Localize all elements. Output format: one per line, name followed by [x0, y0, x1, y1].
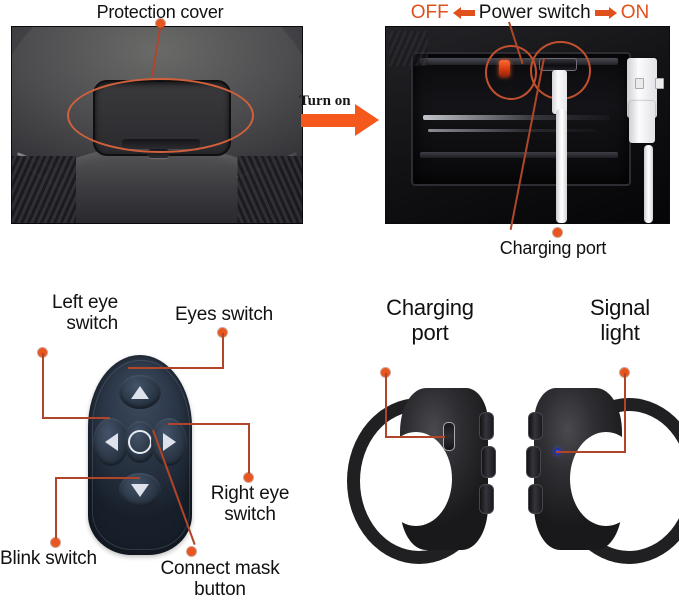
eyes-switch-button[interactable]	[119, 375, 161, 409]
bay-reflection-mid	[422, 115, 610, 121]
bay-rail-bottom	[419, 152, 619, 159]
eyes-switch-dot	[218, 328, 227, 337]
blink-switch-dot	[51, 538, 60, 547]
signal-light-leader-v	[624, 373, 626, 453]
turn-on-arrow-shaft	[301, 114, 357, 127]
clip-notch-right	[570, 432, 642, 526]
photo-texture-corner	[388, 30, 429, 67]
signal-light-leader-h	[556, 451, 626, 453]
connect-mask-label: Connect mask button	[160, 558, 280, 601]
left-eye-switch-label: Left eye switch	[51, 292, 118, 335]
power-switch-header: OFF Power switch ON	[385, 1, 675, 25]
usb-a-grip	[629, 101, 656, 144]
turn-on-step: Turn on	[299, 93, 385, 141]
clip-side-button-right-2[interactable]	[526, 446, 541, 478]
left-eye-switch-button[interactable]	[93, 418, 129, 466]
clip-device-left	[345, 380, 510, 565]
eyes-switch-leader-h	[128, 367, 223, 369]
usb-cable	[555, 109, 567, 223]
blink-switch-label: Blink switch	[0, 548, 97, 569]
protection-cover-dot	[156, 19, 165, 28]
triangle-left-icon	[104, 433, 118, 451]
eyes-switch-leader-v	[222, 333, 224, 369]
usb-a-contact-left	[635, 77, 645, 89]
remote-control	[88, 355, 192, 555]
triangle-up-icon	[131, 385, 149, 399]
arrow-right-icon	[355, 104, 379, 136]
left-eye-switch-leader-h	[42, 417, 110, 419]
circle-icon	[128, 430, 152, 454]
blink-switch-leader-h	[55, 477, 140, 479]
protection-cover-photo	[11, 26, 303, 224]
usb-a-cable-tail	[643, 144, 653, 223]
clip-device-right	[512, 380, 679, 565]
turn-on-label: Turn on	[299, 93, 351, 109]
micro-usb-connector	[551, 70, 567, 115]
clip-notch-left	[380, 432, 452, 526]
left-eye-switch-dot	[38, 348, 47, 357]
power-switch-title: Power switch	[478, 2, 591, 23]
cover-tab	[148, 148, 169, 159]
protection-cover-highlight	[67, 77, 254, 153]
charging-port-clip-dot	[381, 368, 390, 377]
on-label: ON	[620, 2, 650, 23]
arrow-right-icon	[594, 7, 617, 19]
protection-cover-label: Protection cover	[96, 2, 224, 22]
charging-port-clip-leader-v	[385, 373, 387, 438]
clip-side-button-left-3[interactable]	[479, 484, 494, 514]
connect-mask-dot	[187, 547, 196, 556]
charging-port-label-clip: Charging port	[386, 295, 474, 345]
arrow-left-icon	[452, 7, 475, 19]
power-switch-highlight	[485, 44, 538, 100]
clip-side-button-right-3[interactable]	[528, 484, 543, 514]
remote-rim	[92, 360, 190, 550]
triangle-down-icon	[131, 483, 149, 497]
right-eye-switch-label: Right eye switch	[210, 483, 290, 526]
usb-a-contact-right	[654, 77, 664, 89]
clip-side-button-right-1[interactable]	[528, 412, 543, 440]
vent-grille-right	[238, 156, 302, 223]
charging-port-label-top: Charging port	[499, 238, 607, 258]
blink-switch-leader-v	[55, 477, 57, 543]
right-eye-switch-leader-v	[248, 423, 250, 475]
right-eye-switch-leader-h	[168, 423, 250, 425]
eyes-switch-label: Eyes switch	[174, 304, 274, 325]
right-eye-switch-dot	[244, 473, 253, 482]
clip-side-button-left-1[interactable]	[479, 412, 494, 440]
battery-compartment-photo	[385, 26, 670, 224]
bay-reflection-low	[428, 128, 599, 132]
off-label: OFF	[410, 2, 449, 23]
triangle-right-icon	[162, 433, 176, 451]
clip-side-button-left-2[interactable]	[481, 446, 496, 478]
left-eye-switch-leader-v	[42, 353, 44, 419]
charging-port-dot	[553, 228, 562, 237]
charging-port-clip-leader-h	[385, 436, 445, 438]
signal-light-label: Signal light	[590, 295, 650, 345]
signal-light-dot	[620, 368, 629, 377]
vent-grille-left	[12, 156, 76, 223]
